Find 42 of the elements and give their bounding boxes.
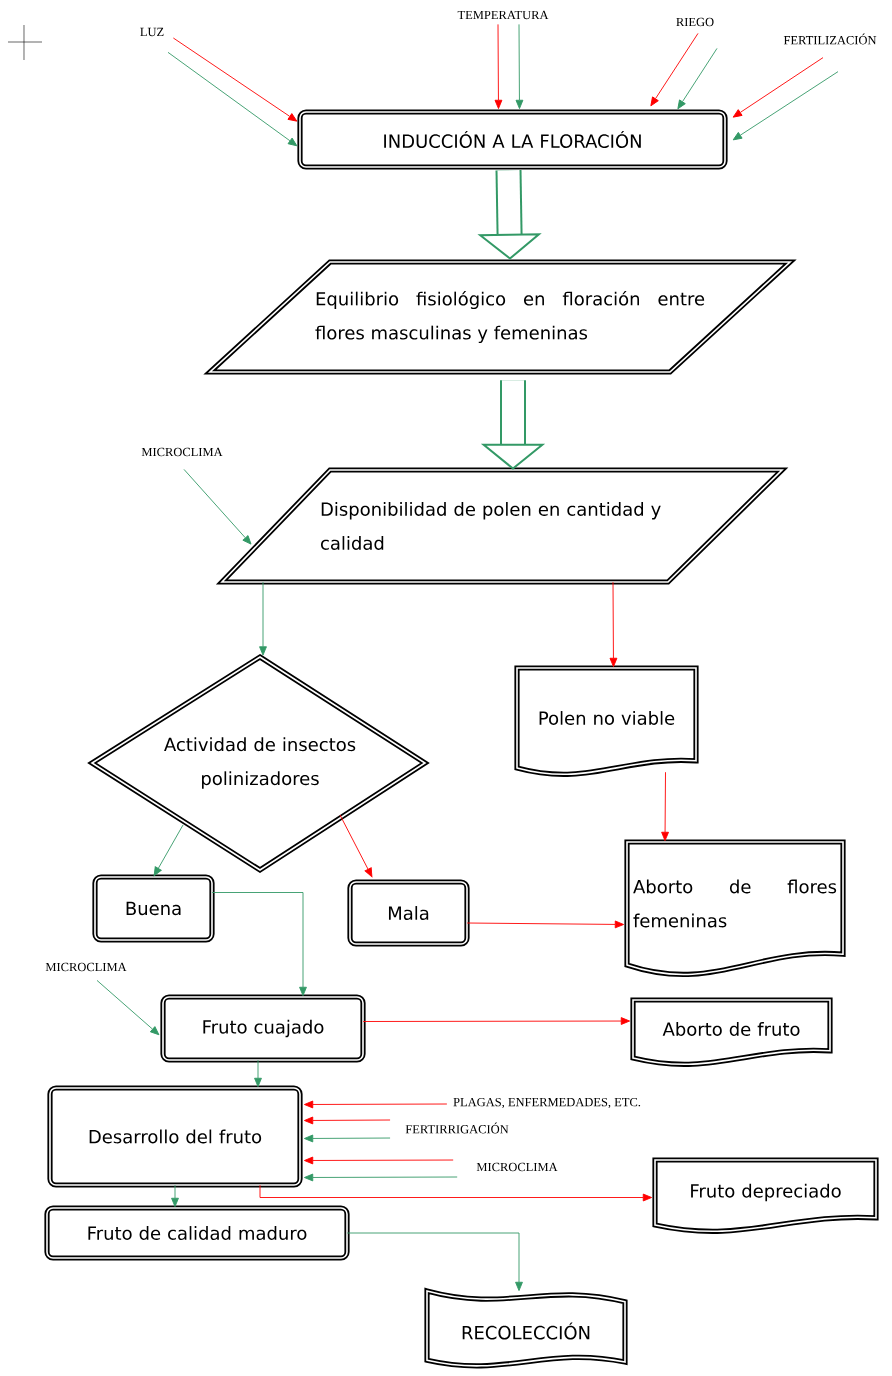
arrow bbox=[677, 47, 718, 110]
process-box: INDUCCIÓN A LA FLORACIÓN bbox=[297, 109, 728, 170]
factor-label: MICROCLIMA bbox=[476, 1162, 558, 1172]
arrow bbox=[346, 1232, 523, 1292]
arrow bbox=[171, 1184, 179, 1208]
factor-label: FERTIRRIGACIÓN bbox=[405, 1122, 509, 1134]
arrow bbox=[259, 581, 267, 656]
factor-label: MICROCLIMA bbox=[45, 962, 127, 972]
process-box: Desarrollo del fruto bbox=[47, 1085, 303, 1188]
factor-label: FERTILIZACIÓN bbox=[783, 33, 877, 45]
process-box: Fruto de calidad maduro bbox=[44, 1205, 350, 1261]
arrow bbox=[254, 1059, 262, 1088]
arrow bbox=[661, 771, 669, 842]
process-box: Fruto cuajado bbox=[160, 994, 366, 1063]
arrow bbox=[362, 1017, 631, 1025]
arrow bbox=[167, 51, 298, 147]
arrow bbox=[259, 1184, 653, 1202]
arrow bbox=[515, 23, 524, 110]
arrow bbox=[183, 468, 252, 545]
arrow bbox=[96, 979, 160, 1036]
factor-label: PLAGAS, ENFERMEDADES, ETC. bbox=[453, 1097, 641, 1109]
process-box: Buena bbox=[92, 874, 215, 943]
arrow bbox=[650, 32, 699, 107]
arrow bbox=[494, 23, 503, 110]
arrow bbox=[303, 1173, 458, 1182]
arrow bbox=[466, 920, 625, 929]
factor-label: MICROCLIMA bbox=[141, 447, 223, 457]
factor-label: TEMPERATURA bbox=[457, 10, 549, 20]
arrow bbox=[732, 57, 824, 118]
arrow bbox=[303, 1156, 454, 1165]
arrow bbox=[303, 1134, 391, 1143]
process-box: Mala bbox=[347, 879, 470, 947]
arrow bbox=[303, 1100, 448, 1109]
arrow bbox=[609, 581, 618, 668]
factor-label: LUZ bbox=[140, 27, 164, 37]
arrow bbox=[172, 37, 298, 122]
arrow bbox=[303, 1116, 391, 1125]
arrow bbox=[732, 71, 839, 141]
arrow bbox=[153, 824, 184, 877]
factor-label: RIEGO bbox=[676, 17, 714, 27]
arrow bbox=[339, 814, 373, 878]
arrow bbox=[211, 892, 307, 997]
